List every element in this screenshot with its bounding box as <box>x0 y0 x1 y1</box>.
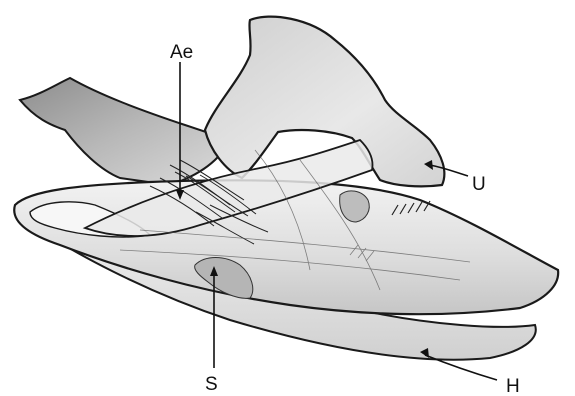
label-u: U <box>472 174 486 195</box>
valva-body <box>14 180 558 314</box>
aedeagus-tube <box>20 78 230 185</box>
label-h: H <box>506 376 520 396</box>
label-ae: Ae <box>170 42 193 63</box>
label-s: S <box>205 374 218 395</box>
